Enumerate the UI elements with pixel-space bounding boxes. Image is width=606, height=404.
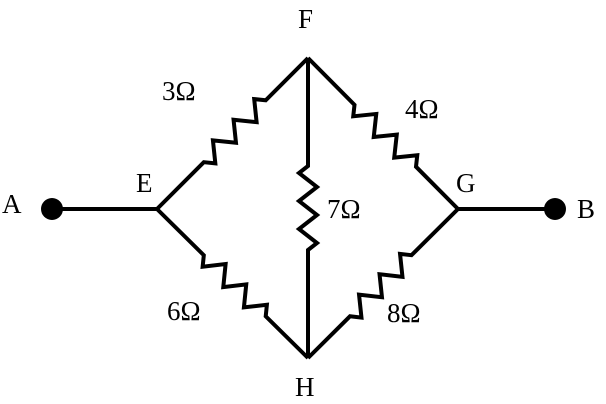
resistor-label-fg: 4Ω bbox=[405, 94, 439, 124]
resistor-label-eh: 6Ω bbox=[167, 296, 201, 326]
node-label-b: B bbox=[577, 194, 595, 224]
node-label-a: A bbox=[2, 189, 22, 219]
terminal-b-dot bbox=[544, 198, 566, 220]
node-label-e: E bbox=[136, 168, 153, 198]
resistor-label-fh: 7Ω bbox=[327, 194, 361, 224]
node-label-h: H bbox=[295, 372, 315, 402]
resistor-gh bbox=[306, 207, 460, 360]
resistor-label-gh: 8Ω bbox=[387, 298, 421, 328]
resistor-eh bbox=[155, 207, 310, 360]
resistor-fg bbox=[306, 56, 460, 211]
node-label-g: G bbox=[456, 168, 476, 198]
node-label-f: F bbox=[298, 4, 313, 34]
terminal-a-dot bbox=[41, 198, 63, 220]
resistor-fh bbox=[295, 58, 321, 358]
resistor-label-ef: 3Ω bbox=[162, 76, 196, 106]
resistor-ef bbox=[155, 56, 310, 211]
